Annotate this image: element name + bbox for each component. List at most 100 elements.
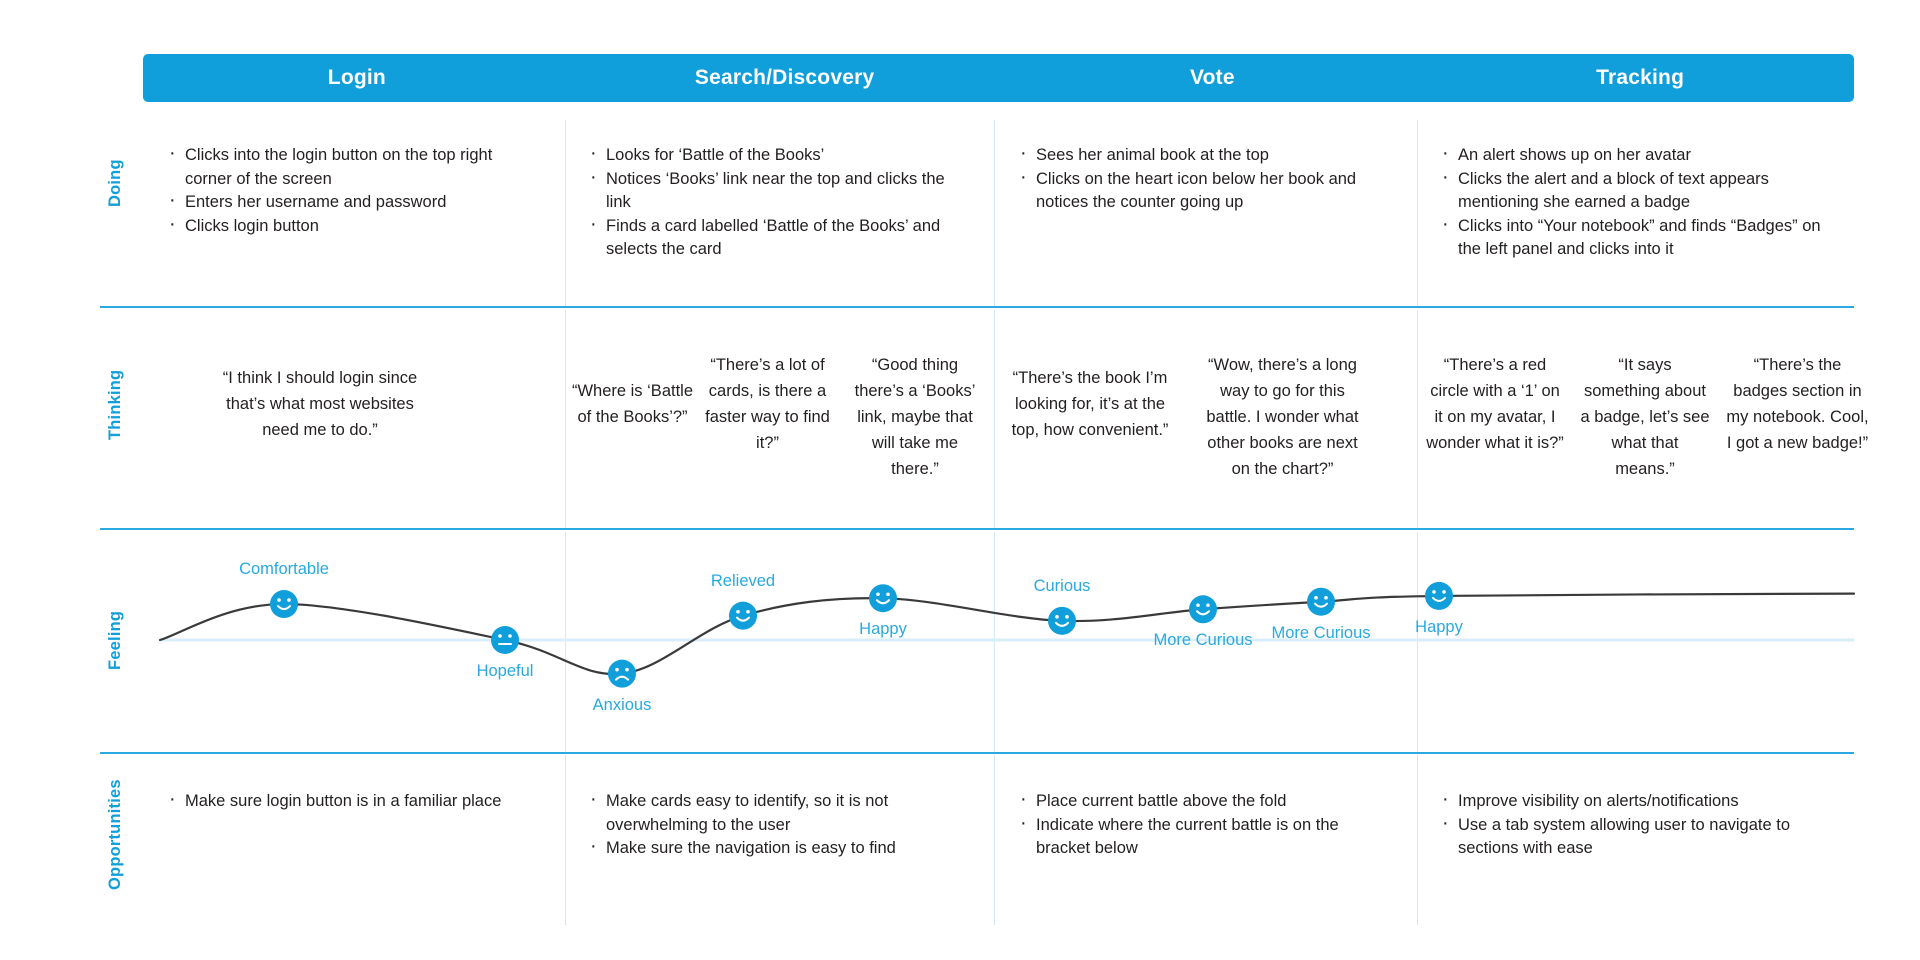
list-item: Place current battle above the fold	[1018, 788, 1388, 814]
thinking-quote-vote-1: “There’s the book I’m looking for, it’s …	[1011, 369, 1169, 439]
column-divider-8	[994, 532, 995, 752]
emotion-label: Happy	[1415, 617, 1463, 636]
stage-header-bar: Login Search/Discovery Vote Tracking	[143, 54, 1854, 102]
list-item: Looks for ‘Battle of the Books’	[588, 142, 958, 168]
stage-header-vote: Vote	[999, 54, 1427, 102]
list-item: Clicks on the heart icon below her book …	[1018, 166, 1390, 215]
column-divider-7	[565, 532, 566, 752]
doing-cell-search-discovery: Looks for ‘Battle of the Books’ Notices …	[588, 142, 958, 262]
list-item: Make sure the navigation is easy to find	[588, 835, 943, 861]
emoji-eye	[1442, 590, 1446, 594]
opportunities-list-tracking: Improve visibility on alerts/notificatio…	[1440, 788, 1810, 861]
emoji-eye	[508, 634, 512, 638]
stage-header-tracking: Tracking	[1426, 54, 1854, 102]
list-item: Make sure login button is in a familiar …	[167, 788, 542, 814]
column-divider-6	[1417, 310, 1418, 529]
row-separator-doing-thinking	[100, 306, 1854, 308]
stage-header-tracking-label: Tracking	[1596, 66, 1685, 89]
emotion-marker-happy-icon	[1189, 595, 1217, 624]
emoji-mouth-happy	[1196, 610, 1210, 616]
doing-list-search-discovery: Looks for ‘Battle of the Books’ Notices …	[588, 142, 958, 262]
list-item: Finds a card labelled ‘Battle of the Boo…	[588, 213, 958, 262]
emotion-label: Happy	[859, 620, 907, 639]
emotion-label: More Curious	[1271, 623, 1371, 642]
opportunities-list-search-discovery: Make cards easy to identify, so it is no…	[588, 788, 943, 861]
doing-list-tracking: An alert shows up on her avatar Clicks t…	[1440, 142, 1830, 262]
opportunities-cell-search-discovery: Make cards easy to identify, so it is no…	[588, 788, 943, 861]
emoji-eye	[1324, 595, 1328, 600]
emotion-marker-happy-icon	[1048, 606, 1076, 635]
list-item: Clicks login button	[167, 213, 542, 239]
opportunities-list-vote: Place current battle above the fold Indi…	[1018, 788, 1388, 861]
doing-list-vote: Sees her animal book at the top Clicks o…	[1018, 142, 1390, 215]
emoji-mouth-happy	[277, 605, 291, 611]
list-item: Notices ‘Books’ link near the top and cl…	[588, 166, 958, 215]
emotion-marker-happy-icon	[869, 584, 897, 613]
doing-list-login: Clicks into the login button on the top …	[167, 142, 542, 239]
column-divider-1	[565, 120, 566, 307]
emotion-label: More Curious	[1153, 631, 1253, 650]
stage-header-login-label: Login	[327, 66, 386, 89]
column-divider-11	[994, 755, 995, 925]
row-separator-feeling-opportunities	[100, 752, 1854, 754]
feeling-curve-path	[158, 592, 1856, 676]
thinking-quote-search-2: “There’s a lot of cards, is there a fast…	[705, 356, 830, 452]
thinking-quote-search-3: “Good thing there’s a ‘Books’ link, mayb…	[854, 356, 976, 478]
stage-header-search-discovery-label: Search/Discovery	[694, 66, 875, 89]
thinking-quote-vote-2: “Wow, there’s a long way to go for this …	[1206, 356, 1359, 478]
column-divider-4	[565, 310, 566, 529]
column-divider-2	[994, 120, 995, 307]
list-item: Sees her animal book at the top	[1018, 142, 1390, 168]
row-label-thinking: Thinking	[106, 369, 124, 440]
opportunities-cell-tracking: Improve visibility on alerts/notificatio…	[1440, 788, 1810, 861]
emotion-label: Comfortable	[239, 560, 329, 579]
emoji-mouth-happy	[1314, 602, 1328, 608]
list-item: An alert shows up on her avatar	[1440, 142, 1830, 168]
list-item: Clicks into “Your notebook” and finds “B…	[1440, 213, 1830, 262]
emotion-marker-happy-icon	[1425, 581, 1453, 610]
emoji-eye	[277, 598, 281, 602]
emotion-label: Anxious	[592, 695, 652, 714]
thinking-quote-tracking-1: “There’s a red circle with a ‘1’ on it o…	[1426, 356, 1564, 452]
emotion-marker-neutral-icon	[491, 626, 519, 654]
emoji-eye	[1055, 615, 1059, 619]
emoji-mouth-happy	[876, 599, 890, 605]
list-item: Improve visibility on alerts/notificatio…	[1440, 788, 1810, 814]
list-item: Clicks into the login button on the top …	[167, 142, 542, 191]
row-label-feeling: Feeling	[106, 610, 124, 670]
emoji-mouth-happy	[736, 616, 750, 622]
emoji-mouth-sad	[615, 675, 629, 681]
emoji-eye	[886, 592, 890, 597]
emoji-eye	[1314, 595, 1318, 600]
doing-cell-tracking: An alert shows up on her avatar Clicks t…	[1440, 142, 1830, 262]
row-label-doing: Doing	[106, 159, 124, 207]
emotion-label: Curious	[1033, 576, 1091, 595]
row-separator-thinking-feeling	[100, 528, 1854, 530]
thinking-quote-search-1: “Where is ‘Battle of the Books’?”	[571, 382, 694, 426]
emotion-marker-happy-icon	[1307, 587, 1335, 616]
stage-header-search-discovery: Search/Discovery	[571, 54, 999, 102]
emoji-eye	[625, 667, 629, 672]
thinking-quote-tracking-2: “It says something about a badge, let’s …	[1580, 356, 1710, 478]
emotion-marker-sad-icon	[608, 659, 636, 688]
doing-cell-login: Clicks into the login button on the top …	[167, 142, 542, 239]
thinking-quote-login-1: “I think I should login since that’s wha…	[222, 369, 418, 439]
emotion-label: Hopeful	[476, 662, 534, 680]
emotion-label: Relieved	[710, 571, 776, 590]
list-item: Indicate where the current battle is on …	[1018, 812, 1388, 861]
list-item: Use a tab system allowing user to naviga…	[1440, 812, 1810, 861]
emoji-eye	[1432, 590, 1436, 594]
emoji-eye	[1196, 603, 1200, 608]
emoji-mouth-happy	[1055, 621, 1069, 627]
column-divider-12	[1417, 755, 1418, 925]
stage-header-login: Login	[143, 54, 571, 102]
opportunities-list-login: Make sure login button is in a familiar …	[167, 788, 542, 814]
emoji-eye	[876, 592, 880, 597]
emoji-eye	[746, 609, 750, 614]
stage-header-vote-label: Vote	[1190, 66, 1235, 89]
emoji-eye	[615, 667, 619, 672]
emotion-marker-happy-icon	[729, 601, 757, 630]
emoji-eye	[1206, 603, 1210, 608]
emoji-eye	[498, 634, 502, 638]
